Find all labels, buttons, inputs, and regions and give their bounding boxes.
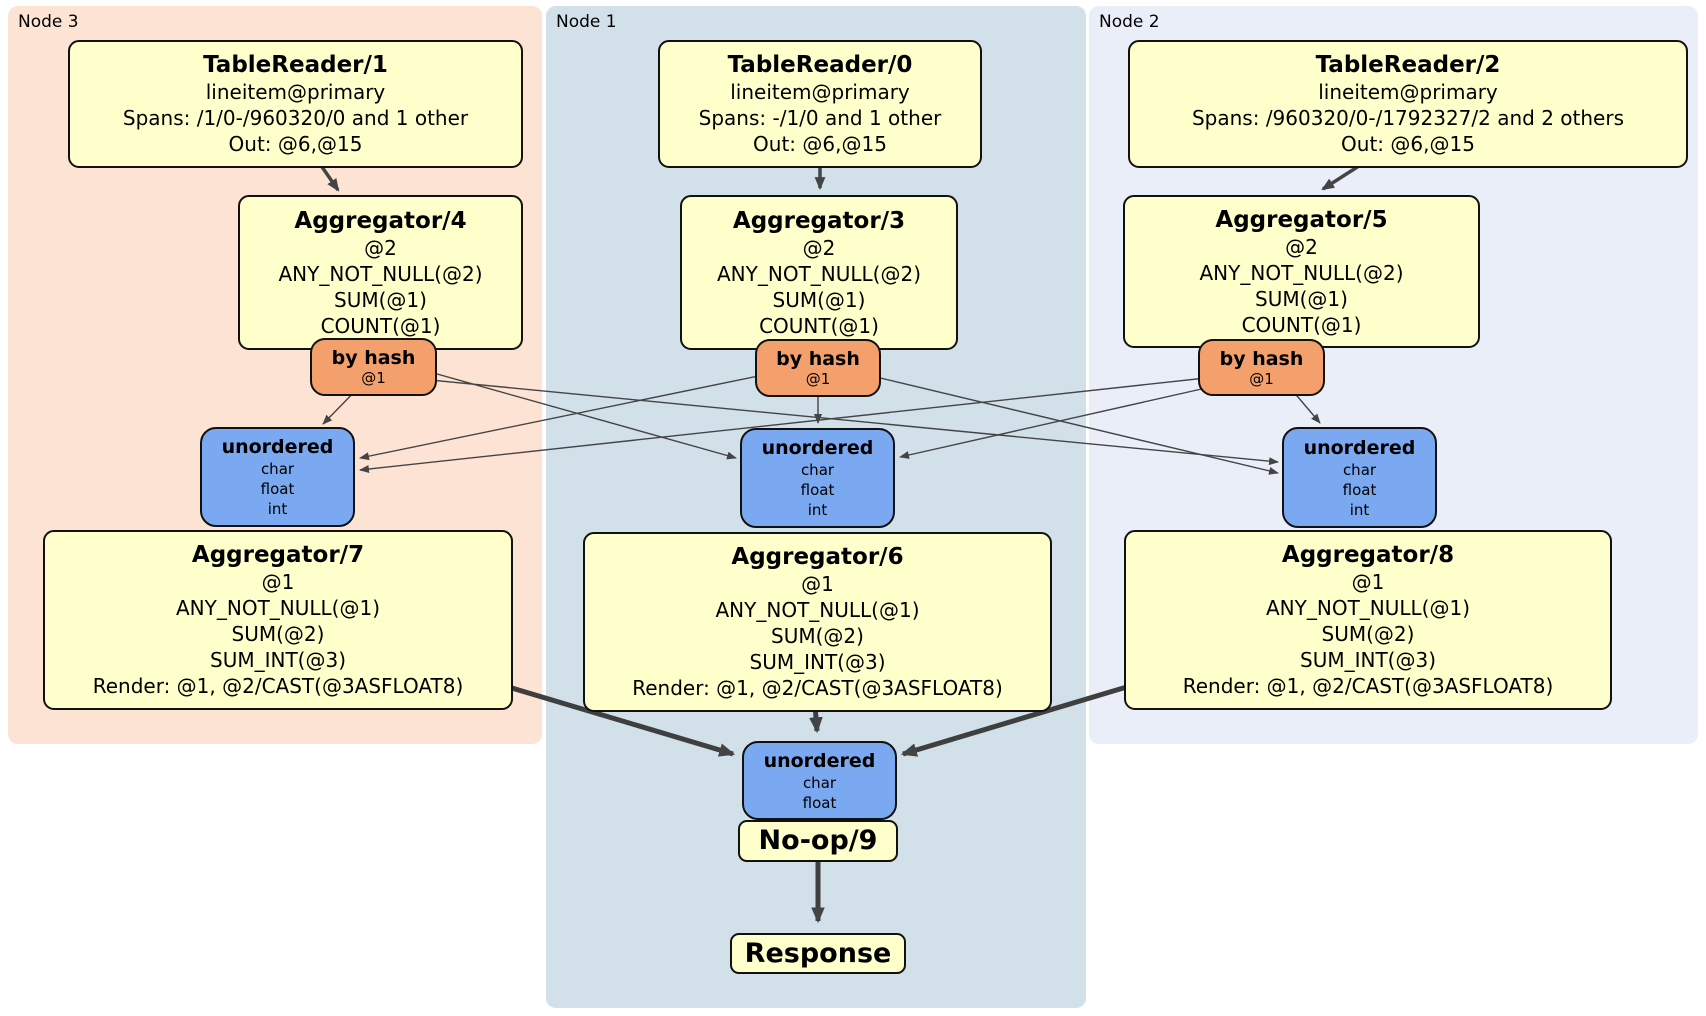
aggregator-8-fn3: SUM_INT(@3) — [1300, 648, 1436, 672]
aggregator-8-fn2: SUM(@2) — [1321, 622, 1415, 646]
tablereader-1-index: lineitem@primary — [205, 80, 386, 104]
aggregator-7-fn2: SUM(@2) — [231, 622, 325, 646]
noop-title: No-op/9 — [758, 825, 878, 856]
tablereader-2-out: Out: @6,@15 — [1341, 132, 1475, 156]
aggregator-5-fn3: COUNT(@1) — [1241, 312, 1362, 337]
unordered-sync-final-type1: char — [802, 773, 837, 792]
aggregator-4-group: @2 — [364, 235, 397, 260]
tablereader-1-box: TableReader/1 lineitem@primary Spans: /1… — [68, 40, 523, 168]
by-hash-router-node2-key: @1 — [1249, 369, 1274, 388]
by-hash-router-node2: by hash @1 — [1198, 339, 1325, 396]
aggregator-7-render: Render: @1, @2/CAST(@3ASFLOAT8) — [92, 674, 464, 698]
unordered-sync-final-label: unordered — [763, 749, 876, 772]
aggregator-3-group: @2 — [802, 235, 836, 260]
aggregator-6-render: Render: @1, @2/CAST(@3ASFLOAT8) — [632, 676, 1003, 700]
response-box: Response — [730, 933, 906, 974]
unordered-sync-node1: unordered char float int — [740, 428, 895, 528]
tablereader-2-box: TableReader/2 lineitem@primary Spans: /9… — [1128, 40, 1688, 168]
unordered-sync-final-type2: float — [802, 793, 837, 812]
tablereader-0-index: lineitem@primary — [730, 80, 910, 104]
aggregator-8-title: Aggregator/8 — [1281, 542, 1455, 568]
aggregator-4-box: Aggregator/4 @2 ANY_NOT_NULL(@2) SUM(@1)… — [238, 195, 523, 350]
aggregator-7-group: @1 — [261, 570, 295, 594]
aggregator-6-group: @1 — [801, 572, 834, 596]
region-label-node3: Node 3 — [18, 12, 79, 32]
aggregator-8-render: Render: @1, @2/CAST(@3ASFLOAT8) — [1182, 674, 1554, 698]
by-hash-router-node1: by hash @1 — [755, 339, 881, 397]
unordered-sync-node1-type1: char — [800, 461, 835, 479]
unordered-sync-node1-type3: int — [807, 501, 828, 519]
aggregator-7-fn1: ANY_NOT_NULL(@1) — [176, 596, 380, 620]
tablereader-2-spans: Spans: /960320/0-/1792327/2 and 2 others — [1191, 106, 1624, 130]
aggregator-4-fn1: ANY_NOT_NULL(@2) — [278, 261, 483, 286]
unordered-sync-node2-type3: int — [1349, 500, 1370, 519]
aggregator-5-fn2: SUM(@1) — [1255, 286, 1348, 311]
by-hash-router-node2-label: by hash — [1219, 347, 1304, 370]
aggregator-7-box: Aggregator/7 @1 ANY_NOT_NULL(@1) SUM(@2)… — [43, 530, 513, 710]
aggregator-5-group: @2 — [1285, 234, 1318, 259]
aggregator-5-fn1: ANY_NOT_NULL(@2) — [1199, 260, 1404, 285]
by-hash-router-node3-label: by hash — [331, 347, 416, 369]
unordered-sync-node3-type1: char — [260, 460, 295, 478]
aggregator-8-group: @1 — [1351, 570, 1385, 594]
unordered-sync-final: unordered char float — [742, 741, 897, 820]
unordered-sync-node2: unordered char float int — [1282, 427, 1437, 528]
aggregator-6-fn1: ANY_NOT_NULL(@1) — [715, 598, 920, 622]
unordered-sync-node1-label: unordered — [761, 437, 874, 459]
aggregator-4-fn2: SUM(@1) — [334, 287, 427, 312]
aggregator-3-fn3: COUNT(@1) — [759, 313, 879, 338]
tablereader-0-title: TableReader/0 — [727, 52, 913, 78]
aggregator-5-box: Aggregator/5 @2 ANY_NOT_NULL(@2) SUM(@1)… — [1123, 195, 1480, 348]
by-hash-router-node3: by hash @1 — [310, 338, 437, 396]
aggregator-3-fn1: ANY_NOT_NULL(@2) — [717, 261, 921, 286]
tablereader-0-box: TableReader/0 lineitem@primary Spans: -/… — [658, 40, 982, 168]
aggregator-6-fn3: SUM_INT(@3) — [749, 650, 886, 674]
aggregator-5-title: Aggregator/5 — [1215, 206, 1388, 233]
tablereader-2-index: lineitem@primary — [1318, 80, 1498, 104]
unordered-sync-node1-type2: float — [800, 481, 835, 499]
unordered-sync-node3-type2: float — [260, 480, 295, 498]
unordered-sync-node3: unordered char float int — [200, 427, 355, 527]
tablereader-1-out: Out: @6,@15 — [228, 132, 363, 156]
aggregator-7-fn3: SUM_INT(@3) — [210, 648, 346, 672]
tablereader-1-title: TableReader/1 — [203, 52, 388, 78]
aggregator-6-fn2: SUM(@2) — [771, 624, 864, 648]
by-hash-router-node1-label: by hash — [776, 348, 860, 370]
aggregator-8-fn1: ANY_NOT_NULL(@1) — [1266, 596, 1470, 620]
aggregator-3-box: Aggregator/3 @2 ANY_NOT_NULL(@2) SUM(@1)… — [680, 195, 958, 350]
aggregator-8-box: Aggregator/8 @1 ANY_NOT_NULL(@1) SUM(@2)… — [1124, 530, 1612, 710]
region-label-node1: Node 1 — [556, 12, 617, 32]
tablereader-0-out: Out: @6,@15 — [753, 132, 887, 156]
aggregator-6-box: Aggregator/6 @1 ANY_NOT_NULL(@1) SUM(@2)… — [583, 532, 1052, 712]
region-label-node2: Node 2 — [1099, 12, 1160, 32]
tablereader-2-title: TableReader/2 — [1315, 52, 1501, 78]
aggregator-6-title: Aggregator/6 — [731, 544, 904, 570]
noop-box: No-op/9 — [738, 820, 898, 862]
unordered-sync-node2-type2: float — [1342, 480, 1377, 499]
unordered-sync-node3-label: unordered — [221, 436, 334, 458]
unordered-sync-node2-label: unordered — [1303, 436, 1416, 459]
aggregator-4-title: Aggregator/4 — [294, 207, 467, 234]
tablereader-0-spans: Spans: -/1/0 and 1 other — [698, 106, 942, 130]
by-hash-router-node3-key: @1 — [361, 369, 386, 387]
unordered-sync-node2-type1: char — [1342, 460, 1377, 479]
aggregator-3-fn2: SUM(@1) — [772, 287, 866, 312]
aggregator-7-title: Aggregator/7 — [191, 542, 365, 568]
aggregator-4-fn3: COUNT(@1) — [320, 313, 441, 338]
aggregator-3-title: Aggregator/3 — [732, 207, 906, 234]
response-title: Response — [744, 937, 892, 969]
by-hash-router-node1-key: @1 — [805, 370, 831, 388]
unordered-sync-node3-type3: int — [267, 500, 288, 518]
tablereader-1-spans: Spans: /1/0-/960320/0 and 1 other — [122, 106, 469, 130]
